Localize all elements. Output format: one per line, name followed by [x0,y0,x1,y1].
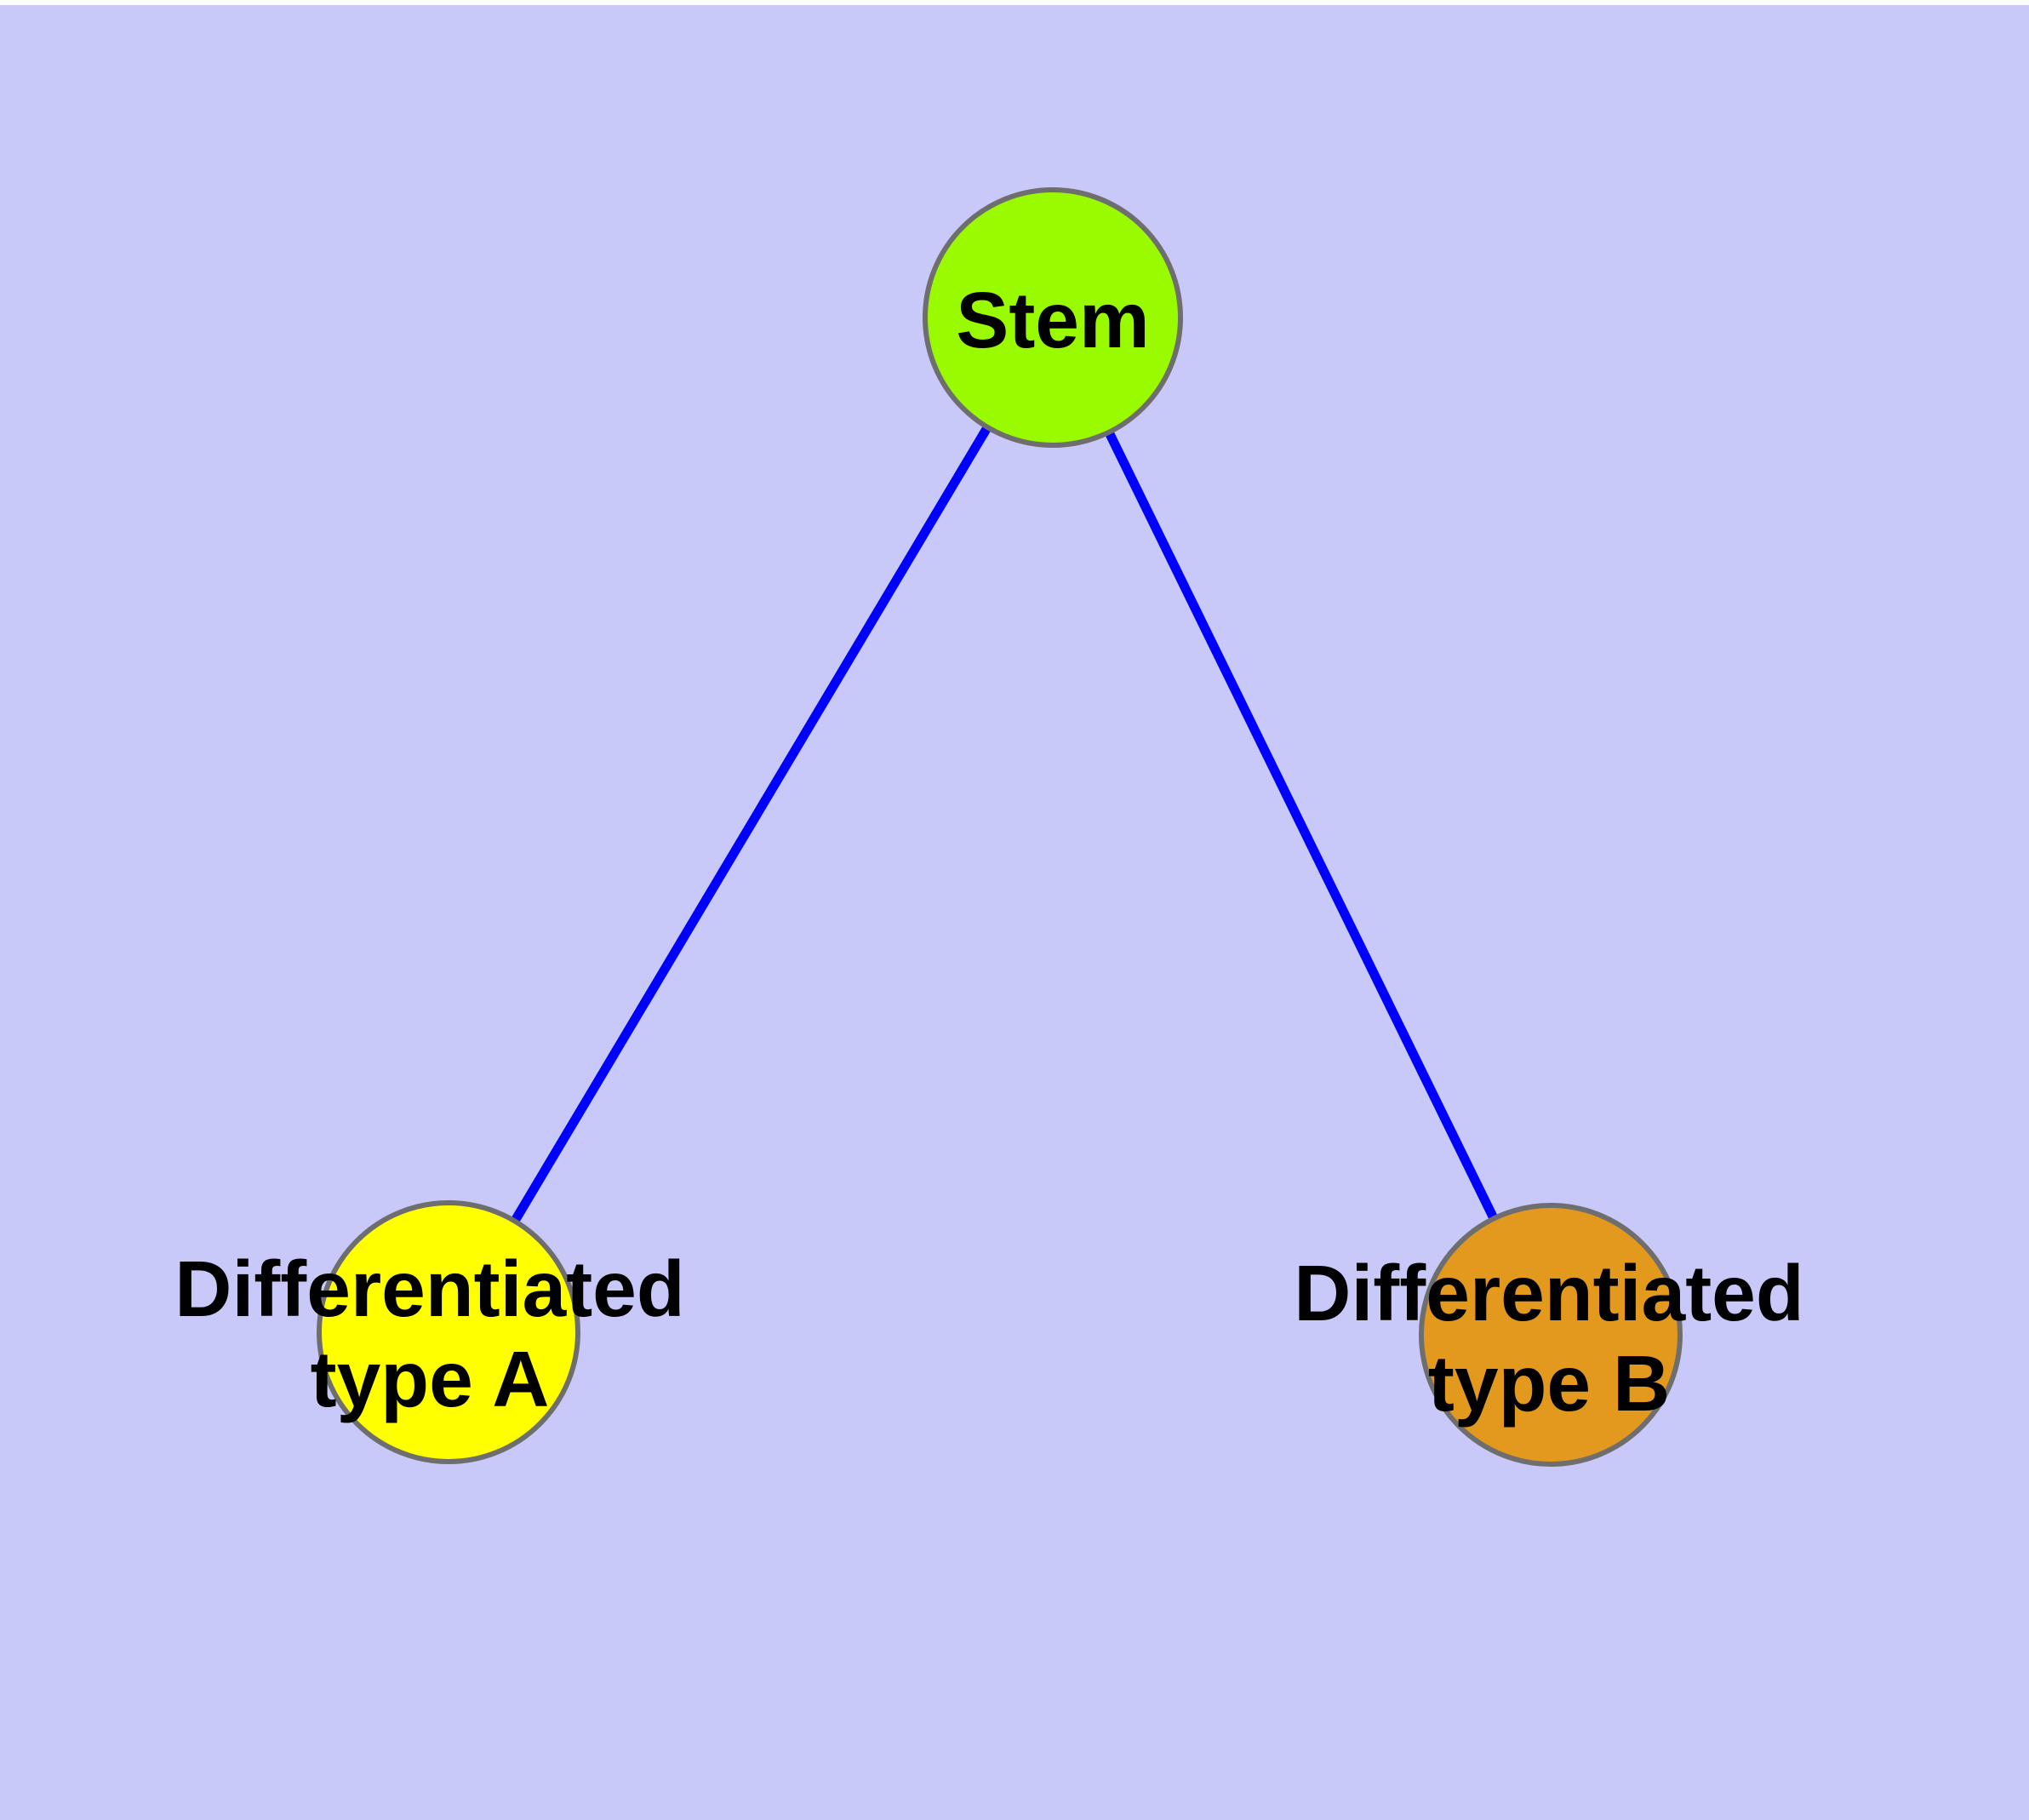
node-circle-differentiated-type-b [1419,1203,1683,1467]
node-label-differentiated-type-a: Differentiated type A [174,1244,684,1424]
edge-stem-to-type-a [444,315,1057,1335]
edge-stem-to-type-b [1049,315,1555,1337]
node-label-type-a-line2: type A [310,1335,550,1423]
node-label-type-a-line1: Differentiated [174,1245,685,1333]
node-circle-differentiated-type-a [317,1200,580,1464]
node-label-stem-text: Stem [956,276,1150,364]
node-label-type-b-line1: Differentiated [1294,1249,1804,1337]
node-label-type-b-line2: type B [1427,1339,1671,1428]
node-label-stem: Stem [956,275,1149,365]
node-circle-stem [923,187,1183,448]
node-label-differentiated-type-b: Differentiated type B [1294,1248,1803,1428]
